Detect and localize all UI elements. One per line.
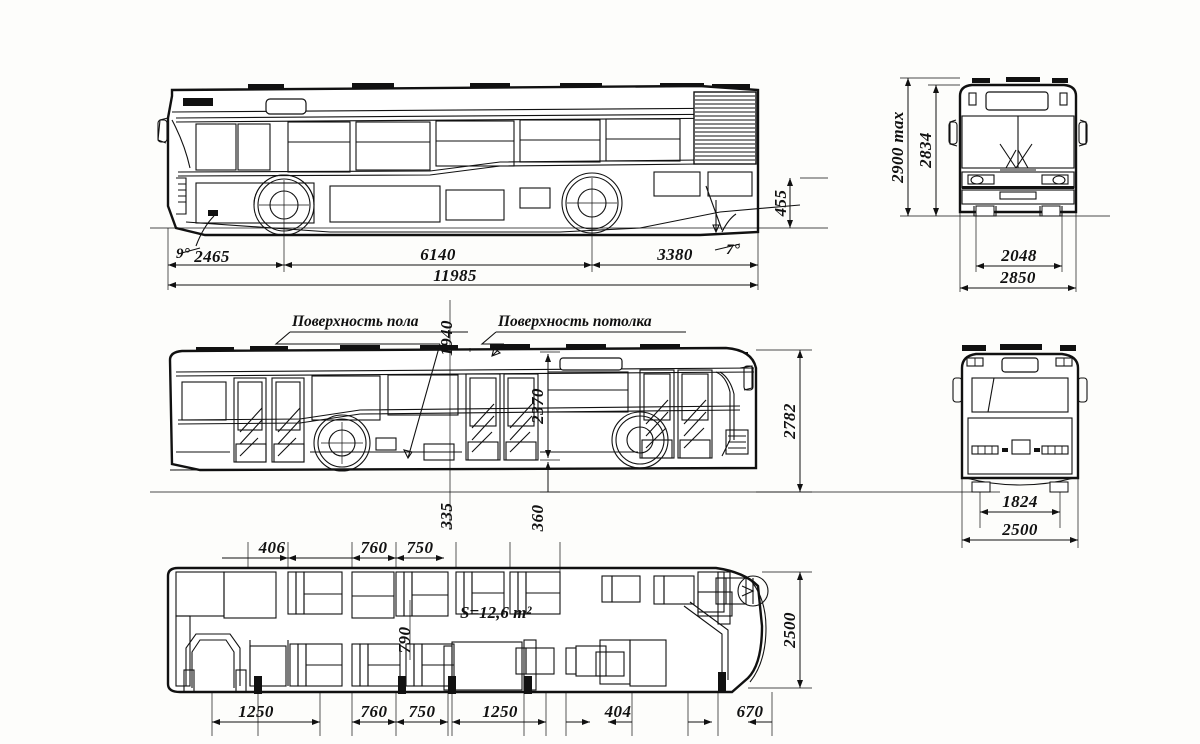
seat-row-bottom [249,643,455,687]
dim-rear-overall-width: 2500 [1001,520,1038,539]
dim-rear-height-ref: 455 [771,190,790,218]
dim-plan-750-bottom: 750 [409,702,436,721]
dim-floor-height-rear: 360 [528,505,547,533]
front-wheel [253,174,315,236]
label-floor-surface: Поверхность пола [291,313,419,330]
dim-overall-width: 2850 [999,268,1036,287]
dim-plan-1250-b: 1250 [482,702,518,721]
plan-view-dimensions: 406 760 750 790 2500 [211,538,812,736]
dim-front-overhang: 2465 [193,247,230,266]
dim-wheelbase: 6140 [420,245,456,264]
rear-door [233,377,305,463]
dim-max-height: 2900 max [888,111,907,184]
side-elevation-view [150,83,801,255]
label-floor-area: S=12,6 m² [460,603,532,622]
mid-view-front-wheel [313,414,371,472]
rear-view-dimensions: 1824 2500 [961,478,1079,548]
dim-plan-1250-a: 1250 [238,702,274,721]
dim-overall-length: 11985 [433,266,477,285]
engine-grille-icon [693,91,757,165]
dim-rear-track: 1824 [1002,492,1038,511]
dim-floor-height-front: 335 [437,503,456,531]
dim-body-height: 2834 [916,132,935,169]
dim-departure-angle: 7° [726,242,740,258]
dim-front-track: 2048 [1000,246,1037,265]
dim-plan-670: 670 [737,702,764,721]
front-view-dimensions: 2900 max 2834 2048 2850 [888,77,1077,292]
floor-plan-view: S=12,6 m² [166,566,769,694]
dim-plan-406: 406 [258,538,286,557]
seat-row-top [287,571,561,619]
mid-view-dimensions: 1940 335 2370 360 2782 [437,300,812,532]
rear-wheel [561,172,623,234]
dim-approach-angle: 9° [176,246,190,262]
dim-plan-750-top: 750 [407,538,434,557]
side-view-dimensions: 2465 6140 3380 11985 455 9° 7° [167,177,828,290]
dim-rear-overhang: 3380 [656,245,693,264]
dim-mid-overall-height: 2782 [780,403,799,440]
side-elevation-left-view [150,344,1000,493]
label-ceiling-surface: Поверхность потолка [497,313,652,330]
dim-plan-790: 790 [395,627,414,654]
middle-door [465,373,539,461]
dim-plan-404: 404 [604,702,632,721]
front-door [639,369,713,459]
dim-plan-2500: 2500 [780,612,799,649]
rear-elevation-view [952,344,1088,493]
dim-plan-760-top: 760 [361,538,388,557]
dim-floor-to-ceiling: 1940 [437,320,456,356]
dim-interior-height: 2370 [528,388,547,425]
dim-plan-760-bottom: 760 [361,702,388,721]
driver-station [715,575,769,607]
front-elevation-view [900,77,1110,217]
surface-callouts: Поверхность пола Поверхность потолка [274,313,686,460]
